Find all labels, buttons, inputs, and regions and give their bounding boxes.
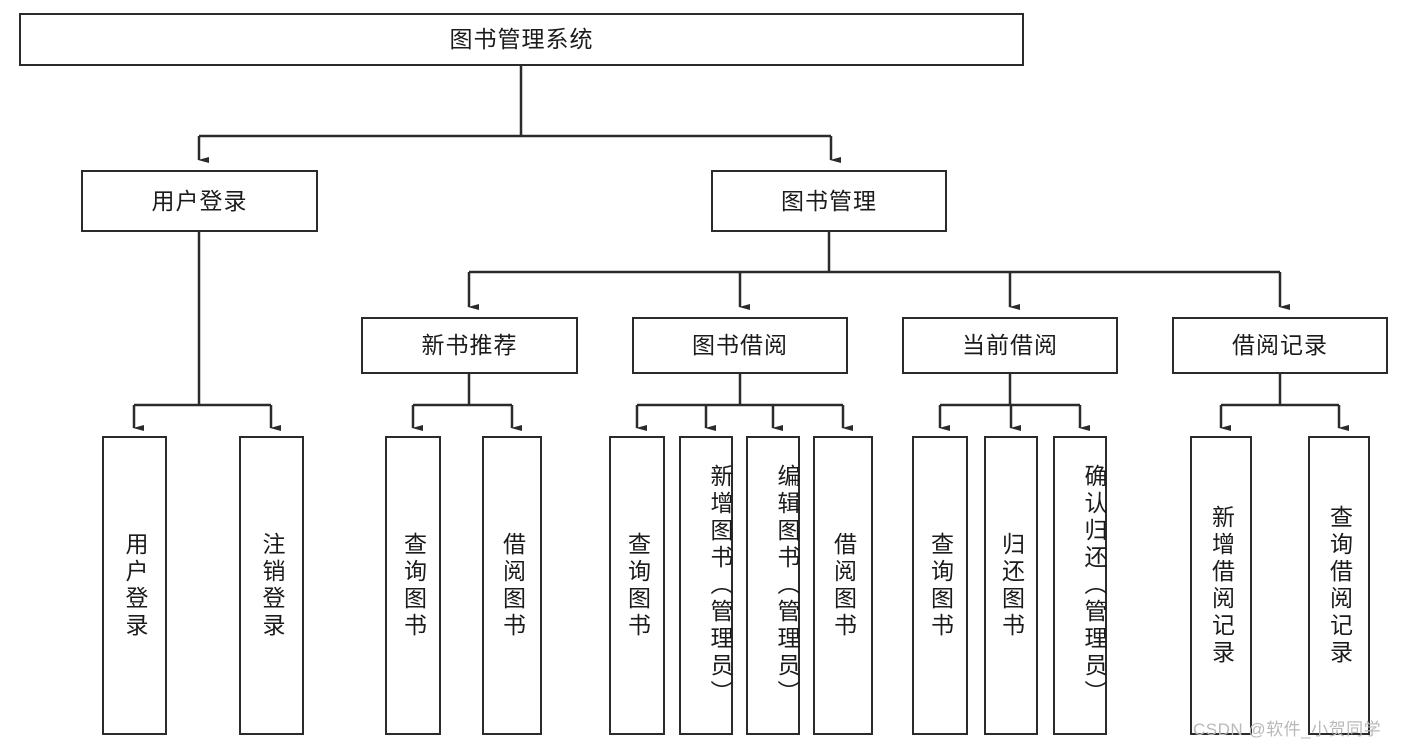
node-label: 查询图书 (400, 531, 427, 640)
node-label: 当前借阅 (962, 332, 1058, 358)
node-new-book-recommend[interactable]: 新书推荐 (361, 317, 578, 374)
leaf-node-borrow-book-recommend[interactable]: 借阅图书 (482, 436, 542, 735)
node-label: 确认归还（管理员） (1081, 464, 1107, 707)
leaf-node-add-book-admin[interactable]: 新增图书（管理员） (679, 436, 733, 735)
node-label: 用户登录 (151, 187, 248, 214)
node-label: 新书推荐 (421, 332, 518, 358)
leaf-node-query-book-borrow[interactable]: 查询图书 (609, 436, 665, 735)
node-label: 查询图书 (624, 531, 651, 640)
leaf-node-query-book-current[interactable]: 查询图书 (912, 436, 968, 735)
node-current-borrow[interactable]: 当前借阅 (902, 317, 1118, 374)
node-label: 图书管理系统 (449, 26, 594, 52)
node-label: 新增借阅记录 (1208, 504, 1235, 667)
leaf-node-edit-book-admin[interactable]: 编辑图书（管理员） (746, 436, 800, 735)
node-label: 新增图书（管理员） (707, 464, 733, 707)
leaf-node-add-borrow-record[interactable]: 新增借阅记录 (1190, 436, 1252, 735)
leaf-node-borrow-book[interactable]: 借阅图书 (813, 436, 873, 735)
node-label: 查询图书 (927, 531, 954, 640)
node-label: 归还图书 (998, 531, 1025, 640)
node-label: 编辑图书（管理员） (774, 464, 800, 707)
leaf-node-confirm-return-admin[interactable]: 确认归还（管理员） (1053, 436, 1107, 735)
node-label: 查询借阅记录 (1326, 504, 1353, 667)
node-label: 图书借阅 (692, 332, 788, 358)
csdn-watermark: CSDN @软件_小贺同学 (1193, 720, 1382, 739)
node-label: 借阅记录 (1232, 332, 1328, 358)
leaf-node-user-login[interactable]: 用户登录 (102, 436, 167, 735)
node-label: 注销登录 (259, 531, 285, 640)
leaf-node-query-book-recommend[interactable]: 查询图书 (385, 436, 441, 735)
node-root-book-management-system[interactable]: 图书管理系统 (19, 13, 1024, 66)
leaf-node-query-borrow-record[interactable]: 查询借阅记录 (1308, 436, 1370, 735)
node-borrow-records[interactable]: 借阅记录 (1172, 317, 1388, 374)
leaf-node-return-book[interactable]: 归还图书 (984, 436, 1038, 735)
leaf-node-logout-login[interactable]: 注销登录 (239, 436, 304, 735)
node-label: 借阅图书 (830, 531, 857, 640)
node-user-login[interactable]: 用户登录 (81, 170, 318, 232)
node-book-management[interactable]: 图书管理 (711, 170, 947, 232)
node-book-borrow[interactable]: 图书借阅 (632, 317, 848, 374)
node-label: 用户登录 (122, 531, 148, 640)
node-label: 借阅图书 (499, 531, 526, 640)
node-label: 图书管理 (781, 187, 877, 214)
